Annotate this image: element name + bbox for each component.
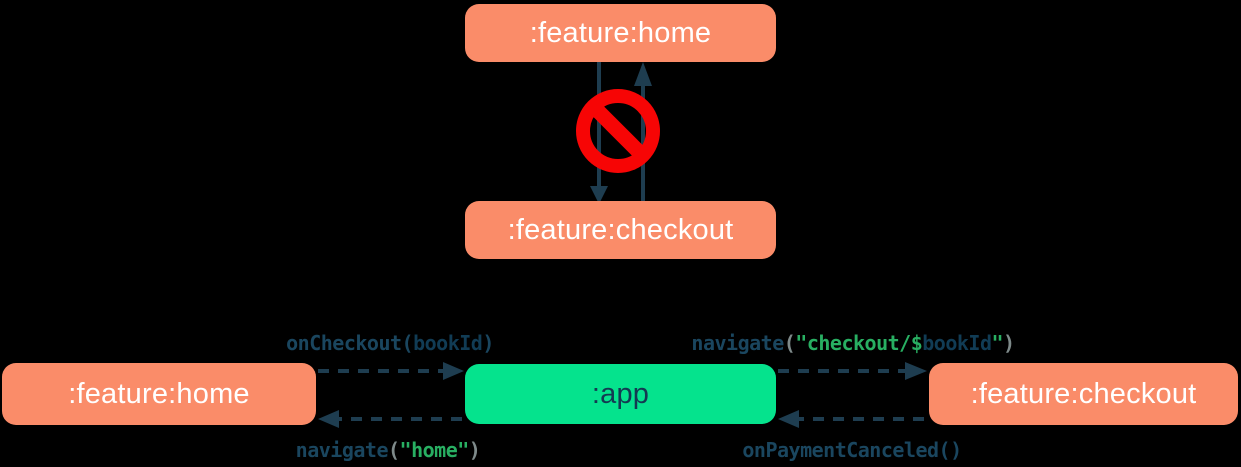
node-label: :feature:home — [529, 16, 712, 49]
code-fn: navigate — [691, 331, 784, 355]
node-label: :feature:checkout — [507, 213, 734, 246]
node-label: :feature:checkout — [970, 377, 1197, 410]
no-entry-icon — [576, 89, 660, 173]
code-paren: ) — [1003, 331, 1015, 355]
code-paren: ( — [783, 331, 796, 355]
code-fn: navigate — [295, 438, 389, 462]
edge-label-oncheckout: onCheckout(bookId) — [286, 331, 494, 355]
code-string: " — [991, 331, 1004, 355]
code-paren: ) — [482, 331, 494, 355]
code-string: "home" — [399, 438, 470, 462]
arrow-app-to-home — [318, 410, 462, 428]
node-feature-checkout-forbidden: :feature:checkout — [465, 201, 776, 259]
edge-label-navigate-checkout: navigate("checkout/$bookId") — [691, 331, 1015, 355]
code-arg: bookId — [413, 331, 483, 355]
arrow-app-to-checkout — [778, 362, 927, 380]
node-feature-home: :feature:home — [2, 363, 316, 425]
code-string: "checkout/$ — [795, 331, 923, 355]
node-label: :app — [591, 377, 650, 410]
node-label: :feature:home — [68, 377, 250, 410]
node-feature-home-forbidden: :feature:home — [465, 4, 776, 62]
code-var: bookId — [922, 331, 992, 355]
edge-label-onpaymentcanceled: onPaymentCanceled() — [742, 438, 962, 462]
arrow-home-to-app — [318, 362, 464, 380]
node-app: :app — [465, 364, 776, 424]
arrow-home-to-checkout — [590, 62, 608, 204]
arrow-checkout-to-app — [778, 410, 924, 428]
code-paren: ) — [468, 438, 481, 462]
code-paren: ( — [387, 438, 400, 462]
code-call: onCheckout( — [286, 331, 414, 355]
code-call: onPaymentCanceled() — [742, 438, 962, 462]
edge-label-navigate-home: navigate("home") — [296, 438, 481, 462]
node-feature-checkout: :feature:checkout — [929, 363, 1238, 425]
